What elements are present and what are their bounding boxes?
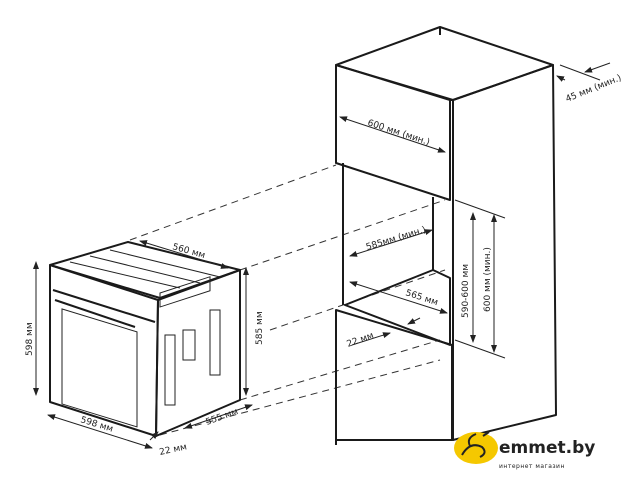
- label-niche-height-min: 600 мм (мин.): [483, 247, 493, 312]
- label-oven-height-front: 598 мм: [25, 322, 35, 356]
- label-niche-width: 585мм (мин.): [365, 225, 427, 253]
- label-niche-height: 590-600 мм: [461, 264, 471, 318]
- label-oven-depth-bottom: 555 мм: [205, 407, 240, 428]
- label-oven-depth-top: 560 мм: [171, 242, 206, 261]
- emmet-logo: emmet.by интернет магазин: [454, 431, 595, 470]
- logo-name: emmet.by: [499, 438, 595, 458]
- label-oven-height-side: 585 мм: [255, 311, 265, 345]
- label-oven-panel: 22 мм: [159, 442, 188, 458]
- oven-drawing: [33, 240, 253, 449]
- projection-lines: [129, 164, 446, 436]
- label-width-min: 600 мм (мин.): [366, 118, 431, 148]
- logo-tagline: интернет магазин: [499, 463, 565, 470]
- label-cabinet-offset: 22 мм: [346, 331, 376, 350]
- cabinet-drawing: [335, 26, 611, 445]
- bee-icon: [454, 432, 498, 464]
